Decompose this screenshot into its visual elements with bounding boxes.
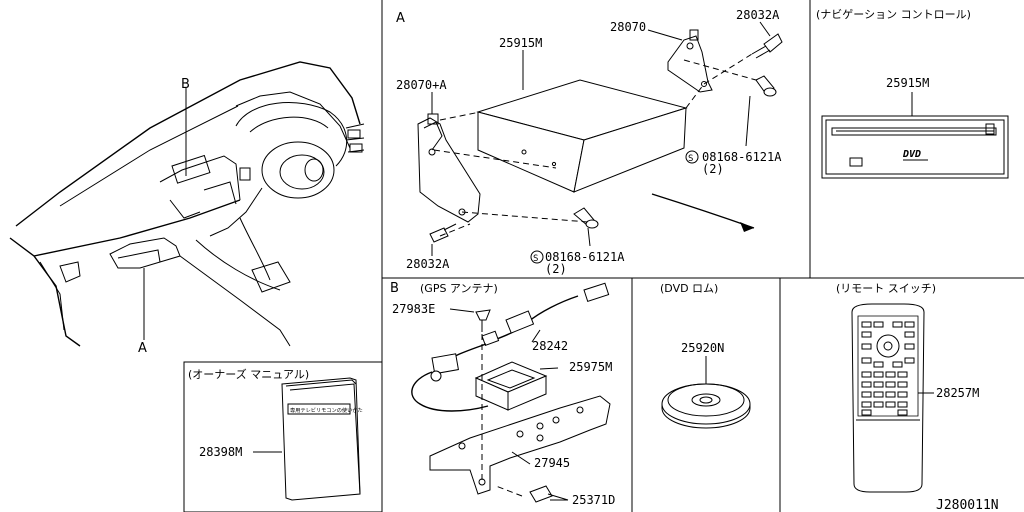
section-a: A (396, 8, 783, 276)
gps-cable (411, 282, 610, 412)
panel-borders (183, 0, 1024, 512)
bolt-25371d (529, 485, 569, 503)
clip-27983e (475, 309, 491, 332)
label-25920n: 25920N (681, 341, 724, 355)
label-08168-right: 08168-6121A (702, 150, 782, 164)
diagram-id: J280011N (936, 498, 999, 512)
label-qty-bottom: (2) (545, 262, 567, 276)
callout-a-label: A (138, 341, 147, 356)
gps-title: (GPS アンテナ) (420, 282, 498, 295)
label-28032a-bottom: 28032A (406, 257, 450, 271)
bracket-left (417, 113, 481, 223)
manual-booklet: 専用テレビリモコンの使いかた (281, 377, 363, 501)
remote-switch-panel: (リモート スイッチ) (836, 282, 979, 493)
dvd-logo: DVD (902, 149, 921, 160)
dvd-rom-title: (DVD ロム) (660, 282, 718, 295)
label-25975m: 25975M (569, 360, 612, 374)
label-27983e: 27983E (392, 302, 435, 316)
callout-b-label: B (181, 77, 190, 92)
screw-08168-right (755, 75, 777, 97)
screw-28032a-top (751, 33, 783, 59)
label-25371d: 25371D (572, 493, 615, 507)
gps-mount-plate (429, 395, 611, 495)
label-08168-bottom: 08168-6121A (545, 250, 625, 264)
label-28242: 28242 (532, 339, 568, 353)
manual-title: (オーナーズ マニュアル) (188, 367, 309, 381)
navigation-control-panel: (ナビゲーション コントロール) 25915M DVD (816, 8, 1009, 179)
label-27945: 27945 (534, 456, 570, 470)
screw-08168-bottom (573, 207, 599, 229)
screw-28032a-bottom (429, 223, 457, 243)
label-28032a-top: 28032A (736, 8, 780, 22)
dvd-disc (661, 383, 751, 429)
label-28070a: 28070+A (396, 78, 447, 92)
label-25915m: 25915M (499, 36, 542, 50)
manual-book-title: 専用テレビリモコンの使いかた (290, 406, 363, 414)
label-qty-right: (2) (702, 162, 724, 176)
label-28398m: 28398M (199, 445, 242, 459)
section-b: B (GPS アンテナ) (390, 281, 615, 507)
label-nav-25915m: 25915M (886, 76, 929, 90)
navigation-unit-box (476, 79, 688, 193)
label-28070: 28070 (610, 20, 646, 34)
section-a-letter: A (396, 11, 405, 26)
navigation-faceplate: DVD (821, 115, 1009, 179)
s-mark-right: S (688, 154, 693, 164)
remote-control (851, 303, 925, 493)
s-mark-bottom: S (533, 254, 538, 264)
dvd-rom-panel: (DVD ロム) 25920N (660, 282, 751, 429)
section-b-letter: B (390, 281, 399, 296)
remote-title: (リモート スイッチ) (836, 282, 936, 295)
dashboard-illustration: B A (9, 61, 365, 356)
gps-antenna (474, 361, 548, 411)
label-28257m: 28257M (936, 386, 979, 400)
navigation-title: (ナビゲーション コントロール) (816, 8, 971, 21)
owners-manual-panel: (オーナーズ マニュアル) 専用テレビリモコンの使いかた 28398M (188, 367, 363, 501)
